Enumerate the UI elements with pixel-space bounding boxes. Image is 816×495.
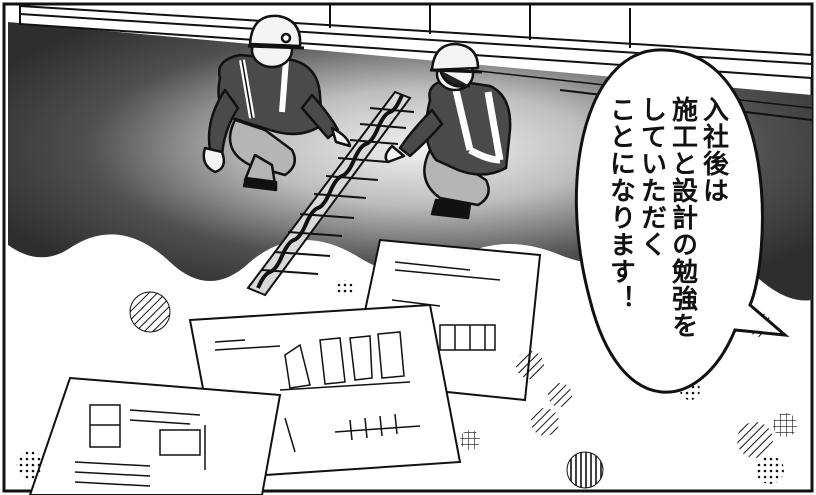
blueprint-icon: [28, 238, 542, 495]
expansion-joint-icon: [246, 90, 415, 297]
speech-bubble: [574, 48, 790, 394]
worker-left-icon: [202, 14, 352, 192]
worker-right-icon: [384, 42, 512, 220]
